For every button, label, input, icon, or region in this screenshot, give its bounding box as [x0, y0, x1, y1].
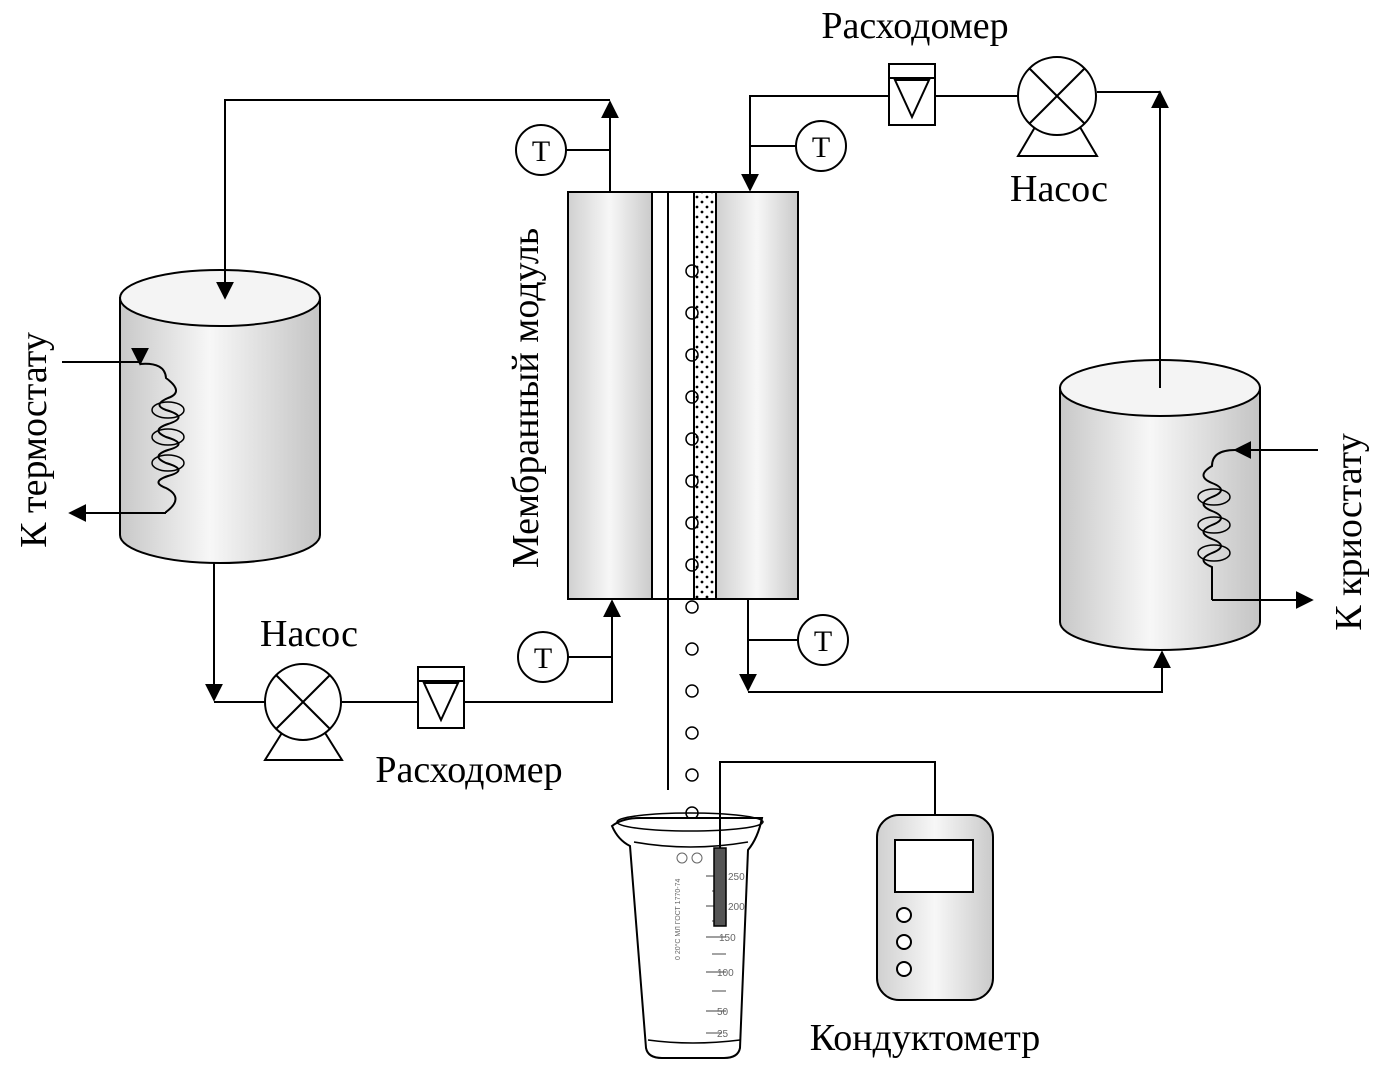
temperature-sensor-bottom-right: T — [797, 614, 849, 666]
pump-bottom-icon — [263, 663, 344, 761]
beaker-scale-50: 50 — [717, 1007, 729, 1018]
conductometer-display — [894, 839, 974, 893]
beaker: 250 200 150 100 50 25 0 20°C МЛ ГОСТ 177… — [610, 812, 764, 1059]
pump-bottom-label: Насос — [260, 613, 358, 655]
conductometer-device — [876, 814, 994, 1001]
left-tank — [119, 269, 321, 564]
temperature-sensor-top-left: T — [515, 124, 567, 176]
svg-text:T: T — [814, 625, 832, 658]
temperature-sensor-bottom-left: T — [517, 631, 569, 683]
beaker-scale-25: 25 — [717, 1029, 729, 1040]
right-tank — [1059, 359, 1261, 651]
membrane-module-label: Мембранный модуль — [505, 228, 547, 568]
conductometer-button-3 — [896, 961, 912, 977]
svg-text:T: T — [532, 135, 550, 168]
beaker-scale-200: 200 — [728, 902, 745, 913]
conductometer-button-2 — [896, 934, 912, 950]
flowmeter-bottom-label: Расходомер — [375, 749, 562, 791]
left-loop-pipes — [205, 99, 621, 703]
left-heating-coil — [62, 347, 185, 522]
thermostat-label: К термостату — [13, 332, 55, 548]
membrane-module — [567, 191, 799, 600]
right-loop-pipes — [739, 90, 1171, 693]
right-cooling-coil — [1197, 441, 1318, 609]
pump-top-icon — [1016, 56, 1099, 157]
beaker-scale-150: 150 — [719, 933, 736, 944]
flowmeter-top-icon — [888, 63, 936, 126]
conductometer-button-1 — [896, 907, 912, 923]
cryostat-label: К криостату — [1328, 433, 1370, 631]
beaker-marking: 0 20°C МЛ ГОСТ 1770-74 — [674, 879, 682, 960]
svg-text:T: T — [534, 642, 552, 675]
flowmeter-bottom-icon — [417, 666, 465, 729]
conductometer-label: Кондуктометр — [810, 1017, 1040, 1059]
flowmeter-top-label: Расходомер — [821, 5, 1008, 47]
beaker-scale-100: 100 — [717, 968, 734, 979]
pump-top-label: Насос — [1010, 168, 1108, 210]
conductivity-probe — [713, 761, 936, 927]
svg-text:T: T — [812, 131, 830, 164]
beaker-scale-250: 250 — [728, 872, 745, 883]
temperature-sensor-top-right: T — [795, 120, 847, 172]
